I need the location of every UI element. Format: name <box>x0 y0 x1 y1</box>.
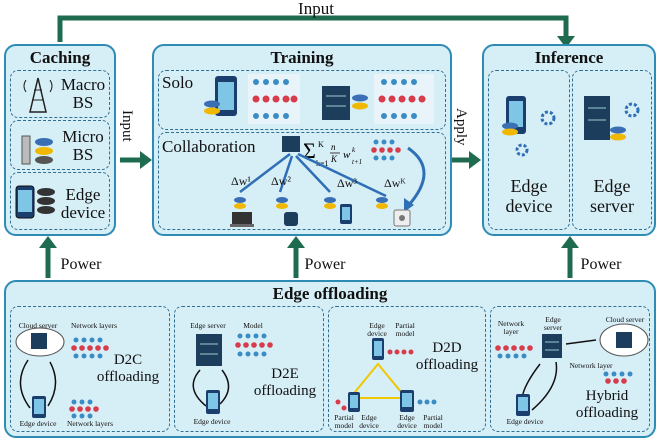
d2d-label-device-top: Edge device <box>367 321 387 338</box>
edge-device-icon <box>15 185 55 219</box>
macro-bs-label: Macro BS <box>60 75 106 112</box>
inference-server-label: Edge server <box>590 176 634 216</box>
offloading-title: Edge offloading <box>272 284 388 303</box>
micro-bs-icon <box>21 135 53 165</box>
top-input-label: Input <box>298 0 334 18</box>
apply-label: Apply <box>453 108 469 146</box>
inference-device-label: Edge device <box>505 176 553 216</box>
svg-text:k: k <box>352 146 356 154</box>
d2c-network-bottom <box>69 399 99 419</box>
d2d-label-model-top: Partial model <box>395 321 415 338</box>
d2d-label-model-right: Partial model <box>423 413 443 430</box>
inference-device-icon <box>502 96 556 157</box>
hybrid-cloud-icon <box>599 323 649 357</box>
d2c-box <box>10 306 170 432</box>
inference-device-box <box>488 70 570 230</box>
svg-text:t+1: t+1 <box>352 158 362 166</box>
svg-text:k=1: k=1 <box>316 159 329 168</box>
svg-text:K: K <box>318 140 324 149</box>
d2d-model-top <box>387 349 414 355</box>
solo-network-icon-1 <box>248 74 300 124</box>
delta-wk: Δwᴷ <box>384 176 406 190</box>
hybrid-title: Hybrid offloading <box>575 388 639 421</box>
solo-label: Solo <box>162 73 194 92</box>
training-title: Training <box>270 48 334 67</box>
edge-device-box <box>10 172 110 230</box>
collab-devices <box>230 197 411 227</box>
hybrid-label-network: Network layer <box>497 319 525 336</box>
d2c-label-network-bottom: Network layers <box>66 419 114 428</box>
collab-network-icon <box>371 139 401 161</box>
inference-server-icon <box>584 96 640 141</box>
d2c-cloud-icon <box>15 327 65 357</box>
hybrid-network-icon <box>495 345 533 359</box>
micro-bs-label: Micro BS <box>62 127 104 164</box>
power-label-mid: Power <box>304 256 346 273</box>
macro-bs-icon <box>23 77 53 113</box>
d2d-label-device-right: Edge device <box>397 413 417 430</box>
svg-text:w: w <box>343 149 351 161</box>
d2e-label-device: Edge device <box>193 417 231 426</box>
svg-text:K: K <box>330 154 338 164</box>
d2e-title: D2E offloading <box>253 366 317 399</box>
hybrid-server-icon <box>542 334 562 358</box>
svg-text:n: n <box>331 142 336 152</box>
d2d-box <box>328 306 486 432</box>
d2e-label-model: Model <box>243 321 263 330</box>
d2d-label-model-left: Partial model <box>334 413 354 430</box>
micro-bs-box <box>10 120 110 170</box>
hybrid-label-network-layer: Network layer <box>569 361 613 370</box>
inference-title: Inference <box>534 48 604 67</box>
power-label-left: Power <box>60 256 102 273</box>
d2d-model-right <box>417 399 437 405</box>
hybrid-device-icon <box>516 394 530 416</box>
delta-w2: Δw² <box>271 174 291 188</box>
delta-w3: Δw³ <box>337 176 357 190</box>
inference-server-box <box>572 70 652 230</box>
d2c-device-icon <box>32 396 46 418</box>
d2c-label-network-top: Network layers <box>70 321 118 330</box>
solo-box <box>158 70 446 130</box>
d2e-label-server: Edge server <box>190 321 226 330</box>
solo-network-icon-2 <box>374 74 434 124</box>
caching-title: Caching <box>29 48 91 67</box>
side-input-label: Input <box>119 110 135 142</box>
hybrid-label-device: Edge device <box>506 417 544 426</box>
delta-w1: Δw¹ <box>231 174 251 188</box>
collab-server-icon <box>282 136 300 152</box>
hybrid-box <box>490 306 650 432</box>
hybrid-label-server: Edge server <box>543 315 563 332</box>
collab-upload-lines <box>239 152 387 198</box>
collaboration-box <box>158 132 446 230</box>
d2c-network-top <box>71 337 109 359</box>
d2d-device-left <box>348 392 360 412</box>
d2d-label-device-left: Edge device <box>359 413 379 430</box>
power-label-right: Power <box>580 256 622 273</box>
d2c-title: D2C offloading <box>96 352 160 385</box>
d2d-model-left <box>335 399 347 411</box>
d2e-server-icon <box>196 334 222 366</box>
edge-device-label: Edge device <box>60 185 106 222</box>
hybrid-network-right <box>603 371 633 384</box>
d2d-device-right <box>400 390 414 412</box>
macro-bs-box <box>10 70 110 118</box>
hybrid-label-cloud: Cloud server <box>605 315 645 324</box>
d2c-label-device: Edge device <box>19 419 57 428</box>
d2e-box <box>174 306 324 432</box>
d2d-title: D2D offloading <box>415 340 479 373</box>
d2c-label-cloud: Cloud server <box>18 321 58 330</box>
d2e-model-icon <box>235 333 273 357</box>
solo-phone-icon <box>204 76 237 116</box>
d2e-device-icon <box>206 390 220 414</box>
d2d-device-top <box>372 338 384 360</box>
collaboration-label: Collaboration <box>162 137 256 156</box>
solo-server-icon <box>322 86 368 120</box>
